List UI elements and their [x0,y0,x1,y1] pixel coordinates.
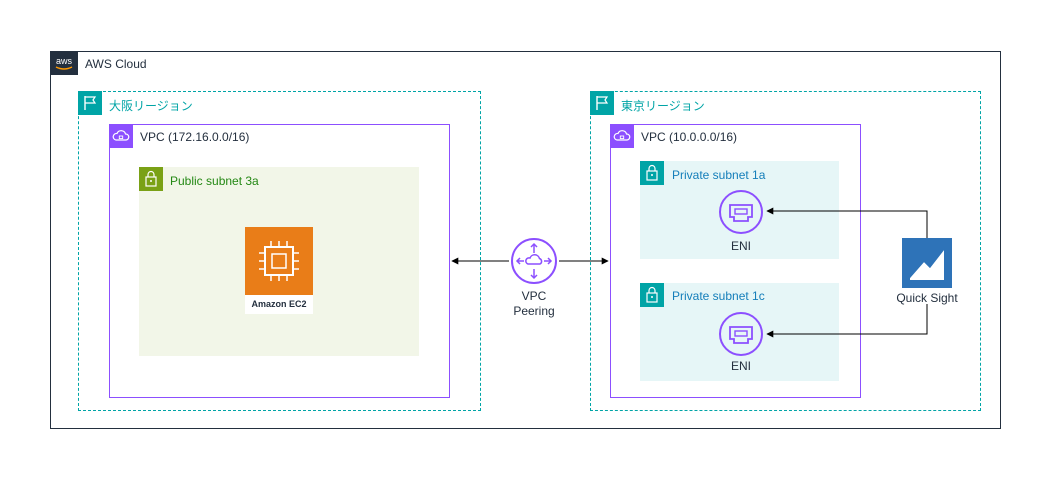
eni-icon [717,310,765,358]
public-subnet-label: Public subnet 3a [170,174,259,188]
eni-icon [717,188,765,236]
tokyo-vpc-label: VPC (10.0.0.0/16) [641,130,738,144]
aws-cloud-group [50,51,1001,429]
peering-label-line1: VPC [521,289,547,303]
flag-icon [78,91,102,115]
vpc-peering-icon [509,236,559,286]
ec2-chip-icon [245,227,313,295]
private-subnet-1a-label: Private subnet 1a [672,168,766,182]
private-subnet-1c [640,283,839,381]
lock-icon [640,283,664,307]
quicksight-label: Quick Sight [896,291,958,305]
quicksight-to-eni-1a [766,207,928,238]
osaka-vpc-label: VPC (172.16.0.0/16) [140,130,250,144]
eni-1a-label: ENI [730,239,751,253]
ec2-label: Amazon EC2 [251,299,307,309]
tokyo-vpc-group [610,124,861,398]
tokyo-region-label: 東京リージョン [621,99,705,113]
eni-1c-label: ENI [730,359,751,373]
ec2-label-box [245,295,313,314]
osaka-region-label: 大阪リージョン [109,99,193,113]
osaka-region-group [78,91,481,411]
aws-cloud-label: AWS Cloud [85,57,147,71]
aws-logo: aws [50,51,78,75]
peering-label-line2: Peering [513,304,555,318]
vpc-cloud-icon [610,124,634,148]
tokyo-region-group [590,91,981,411]
lock-icon [640,161,664,185]
vpc-cloud-icon [109,124,133,148]
lock-icon [139,167,163,191]
osaka-vpc-group [109,124,450,398]
flag-icon [590,91,614,115]
quicksight-to-eni-1c [766,304,928,338]
aws-logo-text: aws [56,56,73,66]
private-subnet-1c-label: Private subnet 1c [672,289,765,303]
private-subnet-1a [640,161,839,259]
quicksight-icon [902,238,952,288]
